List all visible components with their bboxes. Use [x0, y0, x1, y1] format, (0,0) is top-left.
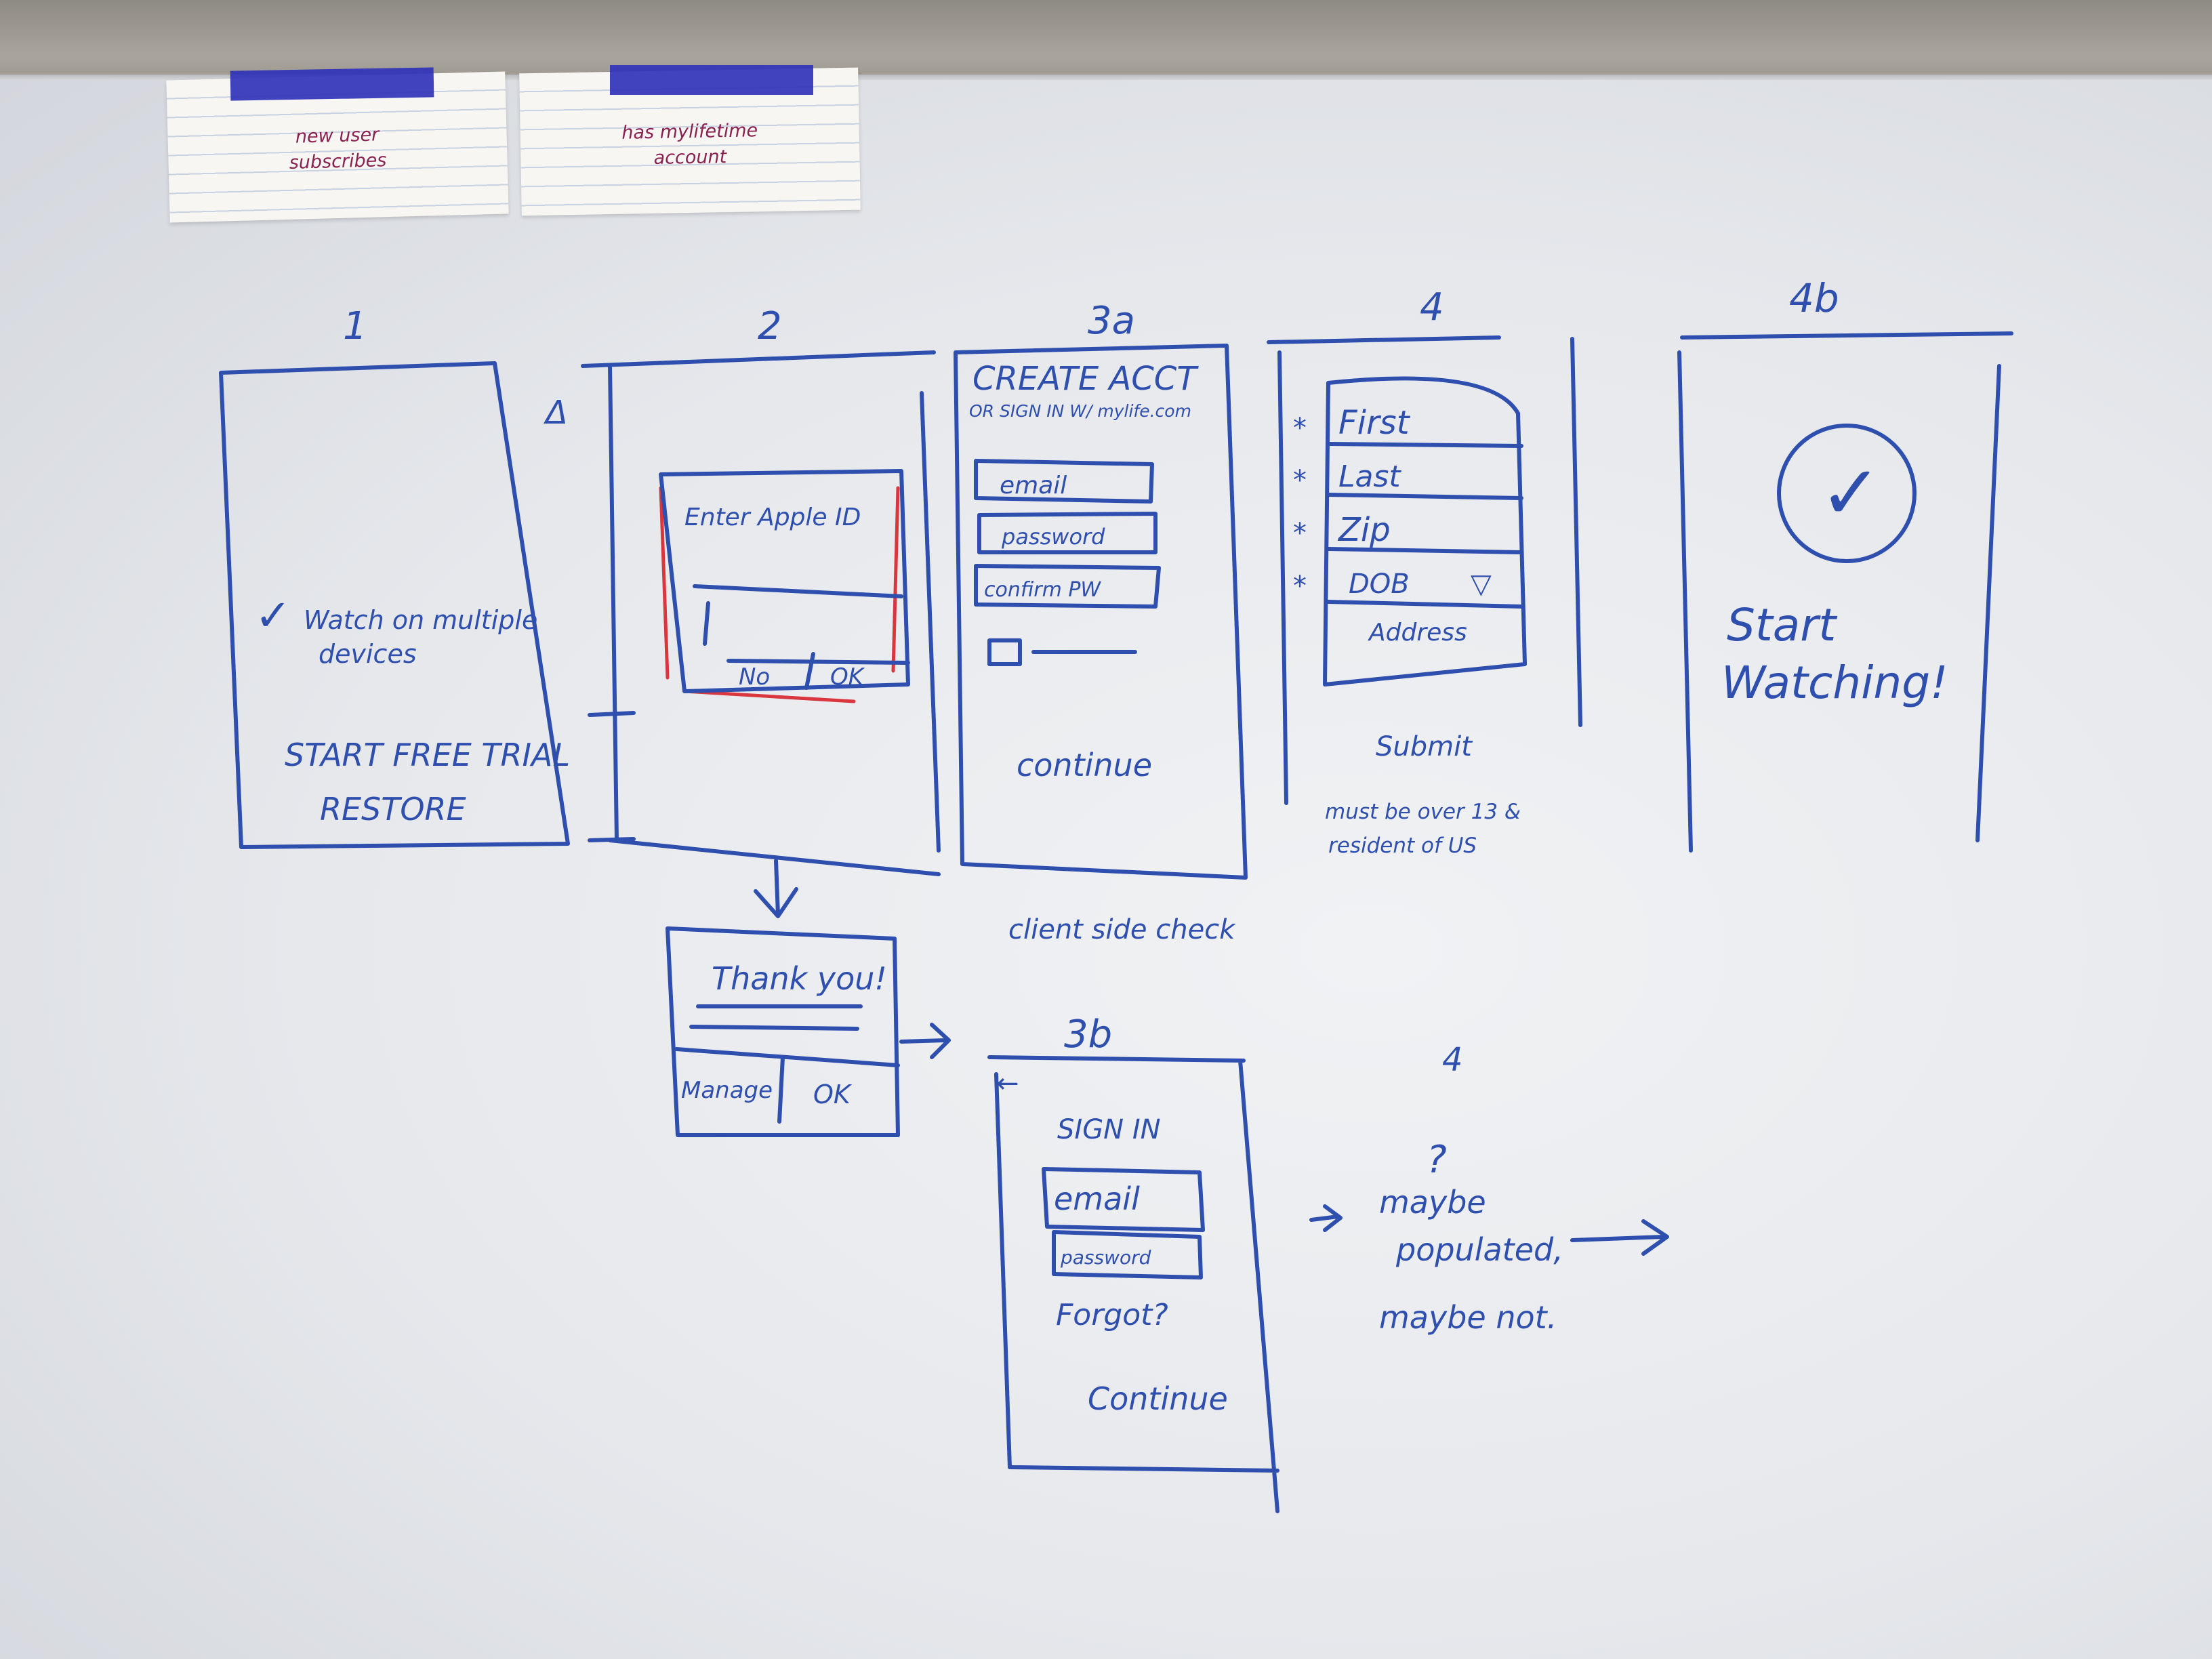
screen-3a: 3a CREATE ACCT OR SIGN IN W/ mylife.com …: [954, 299, 1248, 945]
check-icon: ✓: [1820, 449, 1882, 536]
residency-note: resident of US: [1328, 834, 1477, 858]
screen-3b-frame: [987, 1055, 1279, 1513]
submit-button: Submit: [1376, 731, 1473, 762]
form-dividers: [1326, 442, 1523, 609]
email-field-label: email: [1054, 1181, 1140, 1217]
arrow-right-icon: [1309, 1204, 1343, 1232]
check-icon: ✓: [255, 591, 291, 641]
screen-2: 2 Enter Apple ID No OK: [581, 304, 941, 918]
dialog-input: [693, 584, 903, 646]
screen-3a-frame: [954, 344, 1248, 880]
first-name-field: First: [1338, 404, 1411, 442]
screen-number: 4: [1442, 1041, 1463, 1079]
question-mark: ?: [1427, 1138, 1447, 1182]
dialog-no-button: No: [739, 663, 770, 691]
success-circle: [1777, 424, 1917, 563]
start-watching-line-2: Watching!: [1721, 657, 1948, 709]
screen-number: 3a: [1088, 299, 1135, 343]
create-account-title: CREATE ACCT: [972, 360, 1199, 398]
address-field: Address: [1368, 619, 1467, 647]
email-field: [1042, 1167, 1205, 1232]
form-card: [1323, 376, 1527, 687]
tape: [610, 65, 813, 95]
start-watching-line-1: Start: [1727, 599, 1837, 651]
age-requirement-note: must be over 13 &: [1325, 800, 1521, 824]
password-field-label: password: [1001, 524, 1105, 550]
arrow-down-icon: [754, 859, 798, 918]
back-arrow-icon: ←: [996, 1068, 1019, 1099]
step-4-undetermined: 4 ? maybe populated, maybe not.: [1309, 1041, 1669, 1336]
thank-you-frame: [665, 926, 900, 1137]
thank-you-divider: [674, 1047, 900, 1124]
last-name-field: Last: [1338, 459, 1401, 494]
continue-button: Continue: [1088, 1380, 1228, 1417]
continue-button: continue: [1017, 747, 1152, 783]
dialog-ok-button: OK: [830, 663, 865, 691]
required-mark: *: [1293, 571, 1307, 602]
ceiling: [0, 0, 2212, 81]
screen-4b-frame: [1677, 331, 2013, 853]
client-side-check-note: client side check: [1008, 914, 1236, 945]
checkbox-icon: [987, 638, 1137, 666]
thank-you-title: Thank you!: [712, 960, 887, 997]
maybe-note-line-2: populated,: [1395, 1231, 1563, 1268]
screen-4b: 4b ✓ Start Watching!: [1677, 275, 2013, 853]
arrow-right-icon: [899, 1023, 951, 1059]
create-account-subtitle: OR SIGN IN W/ mylife.com: [969, 401, 1191, 421]
email-field-label: email: [1000, 472, 1067, 499]
dialog-highlight: [659, 486, 900, 703]
required-mark: *: [1293, 465, 1307, 496]
start-free-trial-button: START FREE TRIAL: [285, 737, 570, 773]
screen-2-frame: [581, 350, 941, 876]
password-field: [1052, 1230, 1203, 1279]
screen-number: 3b: [1064, 1012, 1112, 1057]
feature-line-1: Watch on multiple: [304, 605, 537, 635]
screen-number: 1: [343, 304, 367, 348]
ok-button: OK: [813, 1080, 853, 1109]
sign-in-title: SIGN IN: [1057, 1114, 1161, 1145]
screen-number: 4b: [1789, 275, 1839, 321]
delta-marker: Δ: [543, 394, 568, 432]
thank-you-underline: [689, 1004, 863, 1031]
confirm-password-label: confirm PW: [984, 578, 1101, 602]
screen-1: 1 Δ ✓ Watch on multiple devices START FR…: [219, 304, 570, 849]
required-mark: *: [1293, 518, 1307, 549]
email-field: [974, 459, 1154, 504]
zip-field: Zip: [1337, 511, 1391, 549]
feature-line-2: devices: [319, 639, 417, 669]
arrow-right-icon: [1570, 1219, 1669, 1256]
dob-field: DOB: [1349, 569, 1410, 600]
required-mark: *: [1293, 413, 1307, 444]
restore-button: RESTORE: [320, 791, 466, 827]
screen-2-ticks: [588, 711, 636, 842]
dialog-title: Enter Apple ID: [684, 504, 861, 531]
maybe-note-line-3: maybe not.: [1379, 1299, 1557, 1336]
screen-1-frame: [219, 361, 570, 849]
forgot-link: Forgot?: [1056, 1298, 1168, 1332]
dialog-frame: [659, 469, 910, 693]
manage-button: Manage: [681, 1077, 773, 1104]
screen-4-frame: [1267, 335, 1582, 805]
screen-3b: 3b ← SIGN IN email password Forgot? Cont…: [987, 1012, 1279, 1513]
dialog-button-divider: [726, 652, 910, 690]
password-field-label: password: [1060, 1246, 1151, 1269]
password-field: [977, 512, 1158, 554]
thank-you-dialog: Thank you! Manage OK: [665, 926, 951, 1137]
screen-number: 4: [1420, 285, 1444, 329]
confirm-password-field: [974, 564, 1161, 609]
maybe-note-line-1: maybe: [1379, 1184, 1486, 1221]
screen-number: 2: [758, 304, 782, 348]
screen-4: 4 * * * * First Last Zip DOB ▽ Address S…: [1267, 285, 1582, 858]
chevron-down-icon: ▽: [1471, 569, 1492, 600]
